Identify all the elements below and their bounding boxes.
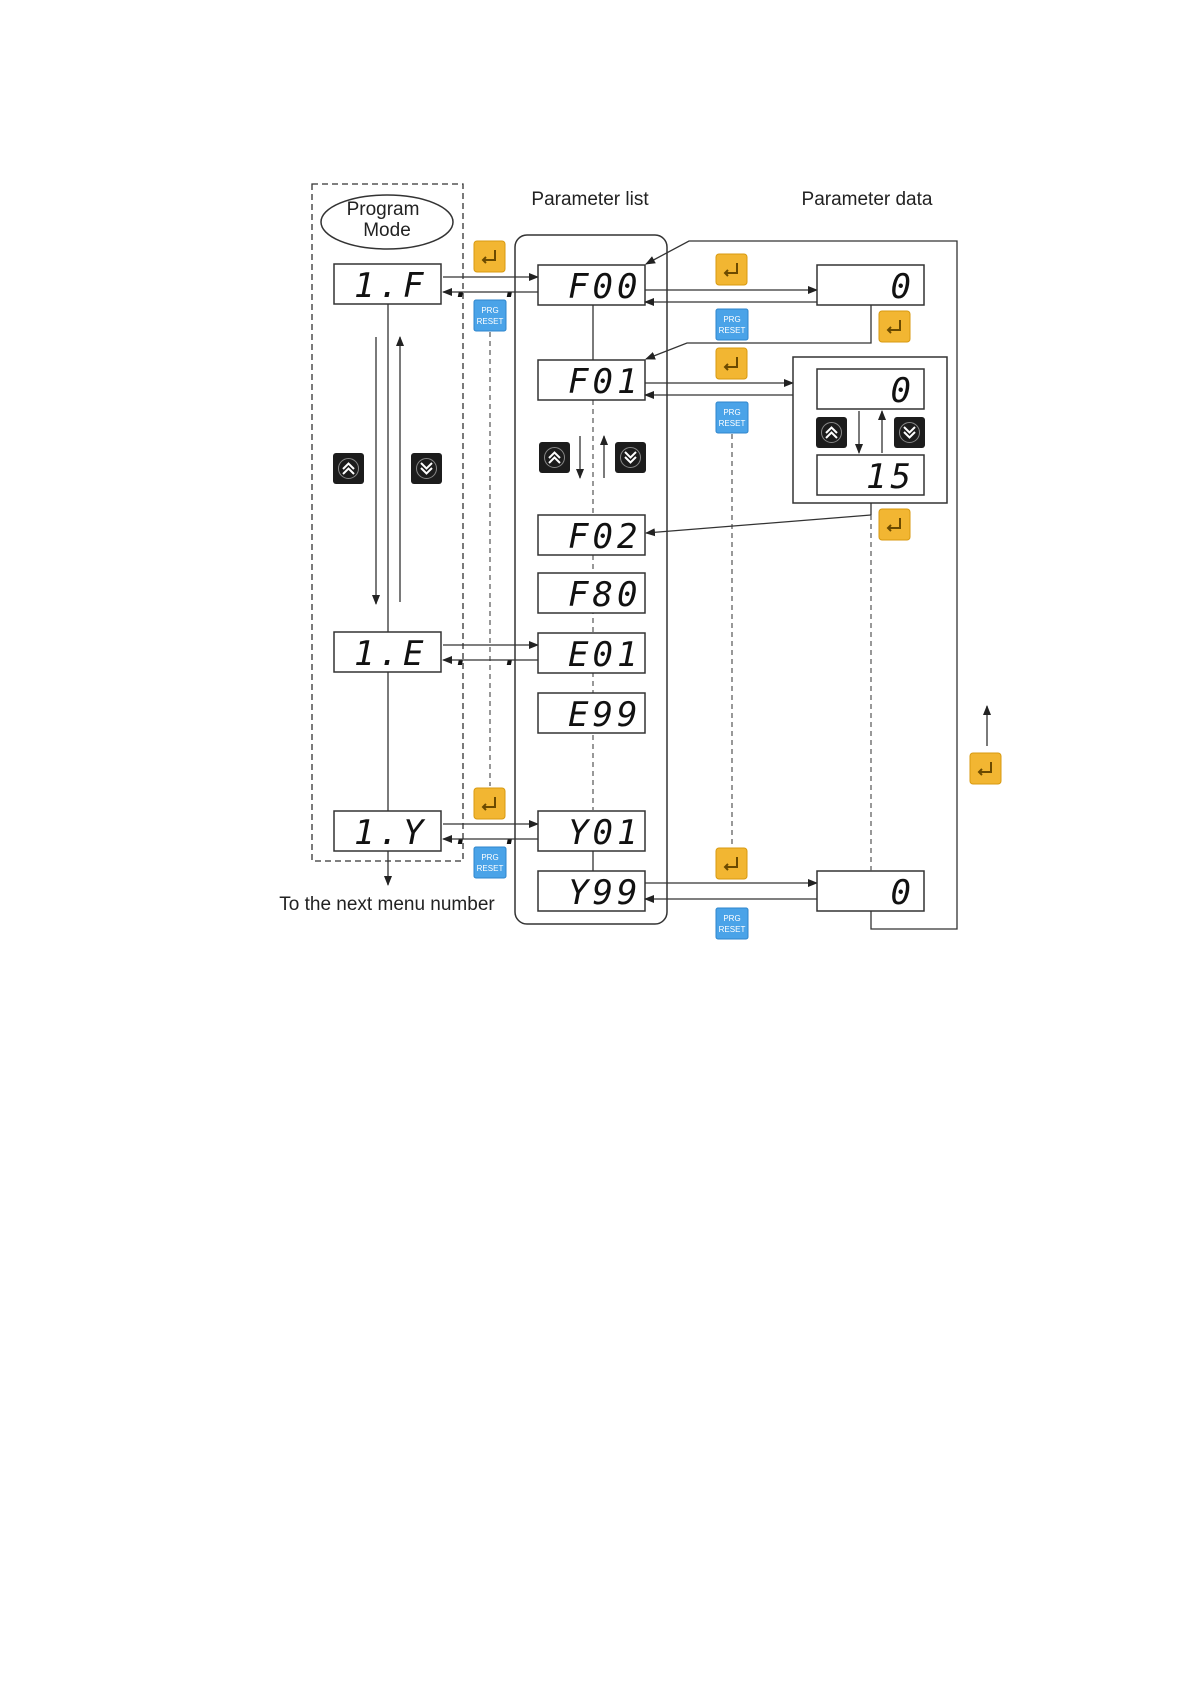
svg-text:0: 0 (891, 371, 915, 411)
svg-text:PRG: PRG (723, 914, 740, 923)
up-arrow-icon[interactable] (333, 453, 364, 484)
up-arrow-icon[interactable] (816, 417, 847, 448)
data-display-y99: 0 (817, 871, 924, 913)
svg-text:PRG: PRG (723, 408, 740, 417)
svg-text:Y01: Y01 (568, 813, 641, 853)
data-display-f01-bottom: 15 (817, 455, 924, 497)
prg-reset-button[interactable]: PRG RESET (474, 847, 506, 878)
program-mode-label-line1: Program (347, 199, 420, 220)
enter-icon[interactable] (879, 311, 910, 342)
svg-text:F00: F00 (568, 267, 641, 307)
enter-icon[interactable] (716, 254, 747, 285)
svg-text:F80: F80 (568, 575, 641, 615)
svg-text:0: 0 (891, 267, 915, 307)
data-display-f01-top: 0 (817, 369, 924, 411)
param-display-f02: F02 (538, 515, 645, 557)
svg-text:F01: F01 (568, 362, 641, 402)
enter-icon[interactable] (879, 509, 910, 540)
down-arrow-icon[interactable] (411, 453, 442, 484)
svg-text:PRG: PRG (481, 306, 498, 315)
down-arrow-icon[interactable] (894, 417, 925, 448)
prg-reset-button[interactable]: PRG RESET (716, 309, 748, 340)
svg-text:PRG: PRG (723, 315, 740, 324)
prg-reset-button[interactable]: PRG RESET (716, 908, 748, 939)
svg-text:PRG: PRG (481, 853, 498, 862)
enter-icon[interactable] (716, 848, 747, 879)
menu-display-1e: 1.E . . (334, 632, 525, 674)
param-display-y99: Y99 (538, 871, 645, 913)
svg-text:RESET: RESET (477, 864, 504, 873)
enter-icon[interactable] (474, 241, 505, 272)
parameter-list-header: Parameter list (531, 189, 649, 210)
enter-icon[interactable] (970, 753, 1001, 784)
next-menu-label: To the next menu number (279, 894, 495, 915)
param-display-e01: E01 (538, 633, 645, 675)
svg-text:E99: E99 (568, 695, 641, 735)
data-display-f00: 0 (817, 265, 924, 307)
svg-text:F02: F02 (568, 517, 641, 557)
svg-text:1.E . .: 1.E . . (354, 634, 525, 674)
svg-text:RESET: RESET (477, 317, 504, 326)
svg-text:15: 15 (866, 457, 915, 497)
prg-reset-button[interactable]: PRG RESET (474, 300, 506, 331)
svg-text:Y99: Y99 (568, 873, 641, 913)
parameter-data-header: Parameter data (802, 189, 933, 210)
enter-icon[interactable] (716, 348, 747, 379)
enter-icon[interactable] (474, 788, 505, 819)
svg-text:RESET: RESET (719, 925, 746, 934)
param-display-f01: F01 (538, 360, 645, 402)
param-display-e99: E99 (538, 693, 645, 735)
param-display-y01: Y01 (538, 811, 645, 853)
program-mode-label-line2: Mode (363, 220, 411, 241)
svg-text:0: 0 (891, 873, 915, 913)
up-arrow-icon[interactable] (539, 442, 570, 473)
param-display-f00: F00 (538, 265, 645, 307)
svg-text:RESET: RESET (719, 419, 746, 428)
svg-text:RESET: RESET (719, 326, 746, 335)
prg-reset-button[interactable]: PRG RESET (716, 402, 748, 433)
param-display-f80: F80 (538, 573, 645, 615)
down-arrow-icon[interactable] (615, 442, 646, 473)
svg-text:E01: E01 (568, 635, 641, 675)
